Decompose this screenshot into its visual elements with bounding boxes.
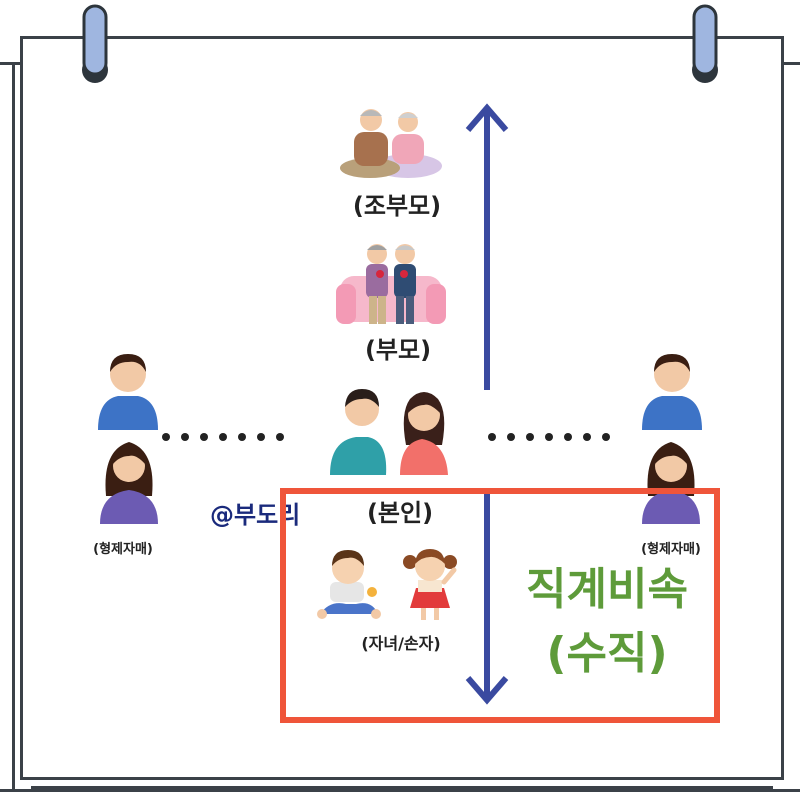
sister-left-illustration	[100, 442, 158, 524]
binder-ring-right-icon	[692, 4, 718, 83]
brother-left-illustration	[98, 354, 158, 430]
sibling-connector-right	[488, 431, 610, 443]
brother-right-illustration	[642, 354, 702, 430]
grandparents-label: (조부모)	[352, 192, 442, 220]
self-couple-illustration	[330, 389, 448, 475]
boy-child-illustration	[317, 550, 381, 619]
sister-right-illustration	[642, 442, 700, 524]
siblings-left-label: (형제자매)	[93, 542, 153, 557]
arrow-up-ancestors	[465, 103, 509, 390]
arrow-down-descendants	[465, 488, 509, 705]
lineal-caption-line1: 직계비속	[526, 564, 688, 615]
parents-label: (부모)	[364, 336, 432, 364]
lineal-descendants-caption: 직계비속 (수직)	[512, 558, 702, 686]
siblings-right-label: (형제자매)	[641, 542, 701, 557]
self-label: (본인)	[366, 499, 434, 527]
grandparents-illustration	[340, 109, 442, 178]
children-label: (자녀/손자)	[361, 634, 441, 653]
parents-illustration	[336, 244, 446, 324]
sibling-connector-left	[162, 431, 284, 443]
binder-ring-left-icon	[82, 4, 108, 83]
girl-child-illustration	[403, 549, 457, 620]
lineal-descendants-highlight-box	[280, 488, 720, 723]
lineal-caption-line2: (수직)	[546, 628, 668, 679]
